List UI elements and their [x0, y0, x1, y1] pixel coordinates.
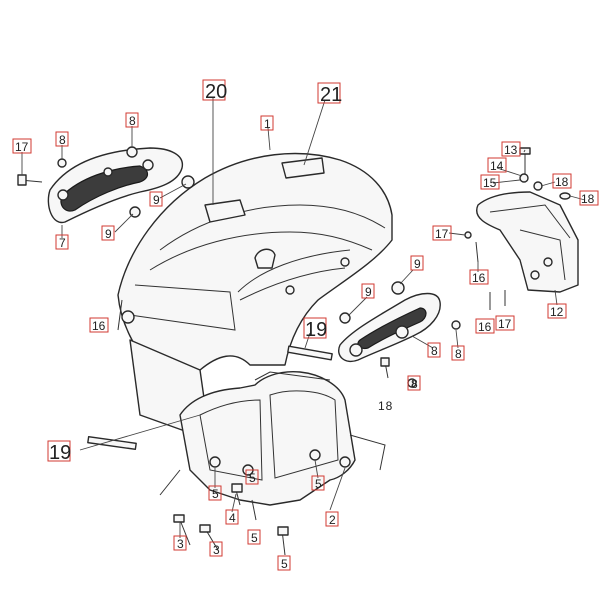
- callout-19-left: 19: [49, 442, 71, 464]
- callout-15: 15: [483, 176, 497, 190]
- callout-19-right: 19: [305, 319, 327, 341]
- callout-16-b: 16: [478, 320, 492, 334]
- callout-14: 14: [490, 159, 504, 173]
- lower-fender-frame: [159, 370, 386, 556]
- callout-8-left-top: 8: [59, 133, 66, 147]
- callout-20: 20: [205, 81, 227, 103]
- callout-3-b: 3: [213, 543, 220, 557]
- callout-8-top: 8: [129, 114, 136, 128]
- callout-18-b: 18: [581, 192, 595, 206]
- callout-5-b: 5: [249, 471, 256, 485]
- callout-17-a: 17: [435, 227, 449, 241]
- decal-strip-left: [87, 435, 137, 451]
- callout-8-right-b: 8: [411, 377, 418, 391]
- callout-17-b: 17: [498, 317, 512, 331]
- callout-16-a: 16: [472, 271, 486, 285]
- callout-1: 1: [264, 117, 271, 131]
- callout-5-c: 5: [315, 477, 322, 491]
- leader-lines: [21, 98, 586, 538]
- callouts: 20 21 19 19 1 17 8 8 9 9 7 16 9 9 8 8: [12, 79, 599, 571]
- callout-10-right: 18: [378, 399, 393, 413]
- callout-11: 16: [92, 319, 106, 333]
- rear-fender: [117, 152, 393, 441]
- callout-9-left-b: 9: [105, 227, 112, 241]
- callout-5-d: 5: [251, 531, 258, 545]
- callout-9-right-a: 9: [414, 257, 421, 271]
- callout-7: 8: [431, 344, 438, 358]
- callout-10-left: 17: [15, 140, 29, 154]
- callout-4: 4: [229, 511, 236, 525]
- callout-3-a: 3: [177, 537, 184, 551]
- callout-5-a: 5: [212, 487, 219, 501]
- callout-12: 12: [550, 305, 564, 319]
- callout-6: 7: [59, 236, 66, 250]
- callout-13: 13: [504, 143, 518, 157]
- left-fender-strut: [17, 146, 195, 224]
- callout-8-right-a: 8: [455, 347, 462, 361]
- callout-9-right-b: 9: [365, 285, 372, 299]
- callout-21: 21: [320, 84, 342, 106]
- callout-9-left-a: 9: [153, 193, 160, 207]
- callout-18-a: 18: [555, 175, 569, 189]
- license-bracket: [464, 147, 579, 310]
- callout-5-e: 5: [281, 557, 288, 571]
- right-fender-strut: [338, 281, 461, 388]
- callout-2: 2: [329, 513, 336, 527]
- decal-strip-right: [287, 345, 333, 361]
